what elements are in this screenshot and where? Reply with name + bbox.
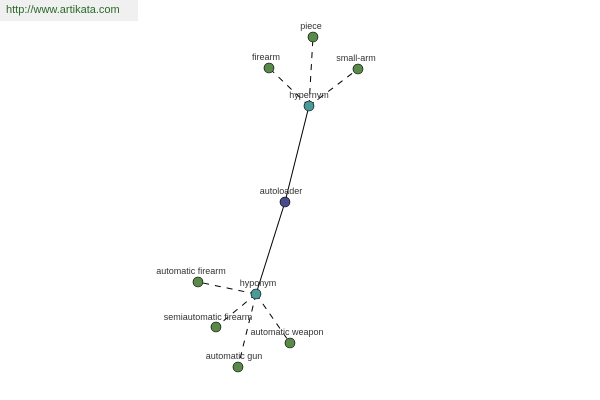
edge-autoloader-hypernym	[284, 105, 310, 203]
node-semiautomatic-firearm[interactable]	[210, 321, 222, 333]
edge-autoloader-hyponym	[255, 201, 286, 295]
node-label-automatic-gun: automatic gun	[206, 351, 263, 361]
node-label-automatic-weapon: automatic weapon	[250, 327, 323, 337]
edge-hyponym-automatic-gun	[237, 293, 257, 368]
labels-layer: autoloader hypernym hyponym piece firearm sma…	[156, 21, 376, 361]
node-automatic-gun[interactable]	[232, 361, 244, 373]
node-label-small-arm: small-arm	[336, 53, 376, 63]
node-piece[interactable]	[307, 31, 319, 43]
node-label-automatic-firearm: automatic firearm	[156, 266, 226, 276]
node-label-hypernym: hypernym	[289, 90, 329, 100]
edges-layer	[197, 36, 359, 368]
node-autoloader[interactable]	[279, 196, 291, 208]
nodes-layer	[192, 31, 364, 373]
node-automatic-firearm[interactable]	[192, 276, 204, 288]
edge-hypernym-small-arm	[308, 68, 359, 107]
node-label-firearm: firearm	[252, 52, 280, 62]
node-label-hyponym: hyponym	[240, 278, 277, 288]
watermark-url: http://www.artikata.com	[0, 0, 138, 21]
node-firearm[interactable]	[263, 62, 275, 74]
node-label-semiautomatic-firearm: semiautomatic firearm	[164, 312, 253, 322]
edge-hypernym-firearm	[268, 67, 310, 107]
node-automatic-weapon[interactable]	[284, 337, 296, 349]
edge-hyponym-automatic-weapon	[255, 293, 291, 344]
node-label-piece: piece	[300, 21, 322, 31]
node-hyponym[interactable]	[250, 288, 262, 300]
edge-hyponym-semiautomatic-firearm	[215, 293, 257, 328]
node-small-arm[interactable]	[352, 63, 364, 75]
node-label-autoloader: autoloader	[260, 186, 303, 196]
node-hypernym[interactable]	[303, 100, 315, 112]
edge-hyponym-automatic-firearm	[197, 281, 257, 295]
